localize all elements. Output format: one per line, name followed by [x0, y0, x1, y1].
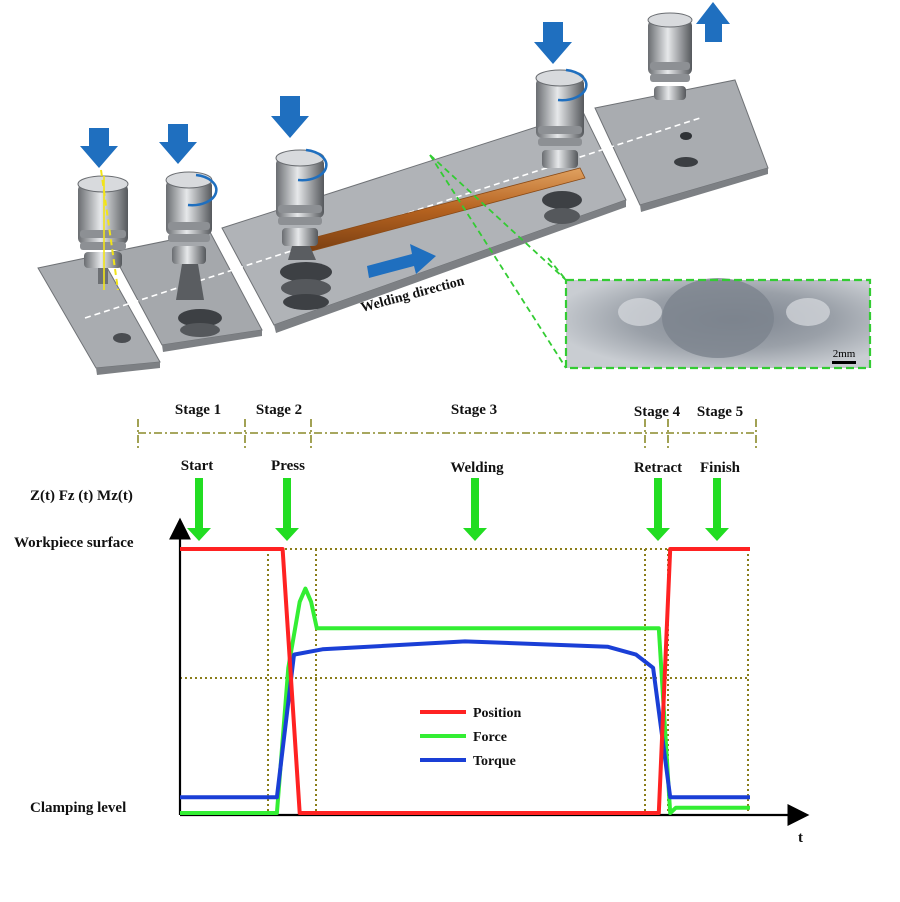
series-layer — [180, 547, 750, 815]
stage-divider-lines — [137, 419, 757, 449]
legend: Position Force Torque — [420, 706, 521, 769]
stage-label: Stage 1 — [175, 402, 221, 418]
up-arrow-icon — [696, 2, 730, 42]
zoom-guide-lines — [429, 154, 567, 369]
x-axis-label: t — [798, 830, 803, 846]
event-arrow-icon — [187, 478, 729, 541]
event-label: Start — [181, 458, 214, 474]
level-label-top: Workpiece surface — [14, 535, 134, 551]
event-label: Retract — [634, 460, 682, 476]
down-arrow-icon — [80, 22, 572, 168]
event-label: Welding — [450, 460, 504, 476]
tool-stage-5 — [647, 12, 693, 100]
tool-stage-4 — [535, 69, 585, 224]
scale-bar — [832, 361, 856, 364]
stage-label: Stage 4 — [634, 404, 681, 420]
stage-label: Stage 2 — [256, 402, 302, 418]
scale-bar-label: 2mm — [833, 348, 856, 360]
stage-label: Stage 5 — [697, 404, 743, 420]
legend-label-force: Force — [473, 730, 507, 745]
weld-macrograph: 2mm — [564, 278, 872, 370]
event-label: Press — [271, 458, 305, 474]
welding-direction-arrow-icon — [367, 244, 436, 278]
level-label-bottom: Clamping level — [30, 800, 126, 816]
rotation-arrow-icon — [187, 68, 588, 207]
series-line-position — [180, 547, 750, 815]
legend-label-torque: Torque — [473, 754, 516, 769]
legend-label-position: Position — [473, 706, 521, 721]
series-line-force — [180, 586, 750, 815]
stage-label: Stage 3 — [451, 402, 497, 418]
y-axis-label: Z(t) Fz (t) Mz(t) — [30, 488, 133, 504]
process-illustration: Welding direction 2mm — [37, 2, 872, 375]
process-chart: Z(t) Fz (t) Mz(t) Workpiece surface Clam… — [14, 488, 810, 846]
event-label: Finish — [700, 460, 741, 476]
tool-stage-3 — [275, 149, 332, 310]
stage-header: Stage 1 Stage 2 Stage 3 Stage 4 Stage 5 … — [137, 402, 757, 541]
tool-stage-1 — [77, 169, 129, 291]
